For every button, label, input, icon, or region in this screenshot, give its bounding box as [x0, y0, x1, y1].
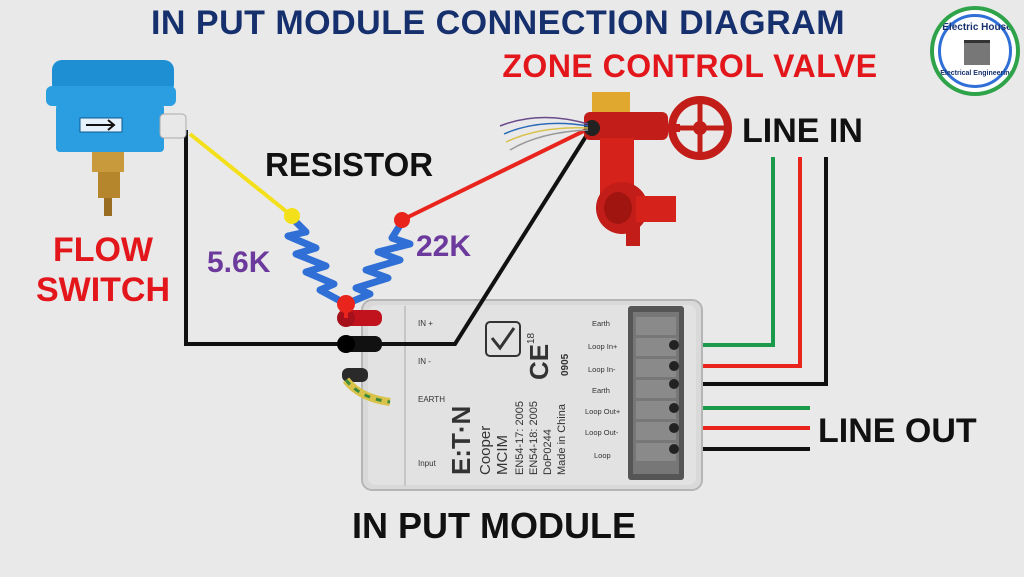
input-module: IN + IN - EARTH Input Earth Loop In+ Loo…: [361, 299, 703, 491]
ce-number: 18: [526, 332, 537, 344]
ce-mark: CE: [524, 344, 554, 380]
resistor-5-6k-label: 5.6K: [207, 246, 271, 279]
module-origin: Made in China: [556, 403, 568, 475]
module-loop-label: Loop: [594, 451, 611, 460]
module-earth-mid-label: Earth: [592, 386, 610, 395]
input-module-label: IN PUT MODULE: [352, 505, 636, 546]
module-in-minus-label: IN -: [418, 357, 431, 366]
line-out-label: LINE OUT: [818, 412, 977, 450]
module-dop: DoP0244: [542, 429, 554, 475]
resistor-5-6k: [284, 215, 348, 308]
module-standard-2: EN54-18: 2005: [528, 401, 540, 475]
resistor-22k-label: 22K: [416, 230, 472, 263]
resistor-22k-terminal: [394, 212, 410, 228]
module-model: MCIM: [494, 435, 511, 475]
module-screw-terminals: [636, 317, 679, 461]
line-in-wires: [672, 157, 828, 386]
logo-top-text: Electric House: [942, 22, 1012, 33]
resistor-label: RESISTOR: [265, 146, 434, 183]
module-maker: Cooper: [477, 426, 494, 475]
line-in-label: LINE IN: [742, 112, 863, 150]
electric-house-logo: Electric House Electrical Engineering: [930, 6, 1020, 96]
module-loop-out-minus-label: Loop Out-: [585, 428, 619, 437]
certification-icon: [485, 321, 521, 357]
resistor-junction: [337, 295, 355, 313]
logo-house-icon: [964, 40, 990, 65]
module-earth-label: EARTH: [418, 395, 445, 404]
red-wire-to-valve: [401, 126, 591, 222]
module-earth-top-label: Earth: [592, 319, 610, 328]
flow-switch: [46, 60, 187, 216]
valve-black-wire: [375, 128, 592, 346]
resistor-5-6k-terminal: [284, 208, 300, 224]
module-brand: E:T·N: [446, 406, 476, 475]
module-input-leads: [337, 309, 391, 406]
module-loop-out-plus-label: Loop Out+: [585, 407, 621, 416]
module-standard-1: EN54-17: 2005: [514, 401, 526, 475]
cert-number: 0905: [560, 353, 571, 376]
yellow-wire: [188, 132, 294, 218]
module-input-label: Input: [418, 459, 437, 468]
logo-bottom-text: Electrical Engineering: [940, 70, 1014, 77]
flow-switch-label: FLOW SWITCH: [18, 230, 188, 310]
flow-switch-label-line2: SWITCH: [35, 271, 171, 309]
flow-switch-label-line1: FLOW: [52, 231, 154, 269]
module-loop-in-plus-label: Loop In+: [588, 342, 618, 351]
resistor-22k: [344, 220, 414, 308]
module-loop-in-minus-label: Loop In-: [588, 365, 616, 374]
module-in-plus-label: IN +: [418, 319, 433, 328]
zone-control-valve: [499, 92, 732, 246]
flow-switch-black-wire: [184, 130, 350, 346]
diagram-subtitle: ZONE CONTROL VALVE: [502, 48, 878, 84]
diagram-title: IN PUT MODULE CONNECTION DIAGRAM: [150, 4, 846, 42]
